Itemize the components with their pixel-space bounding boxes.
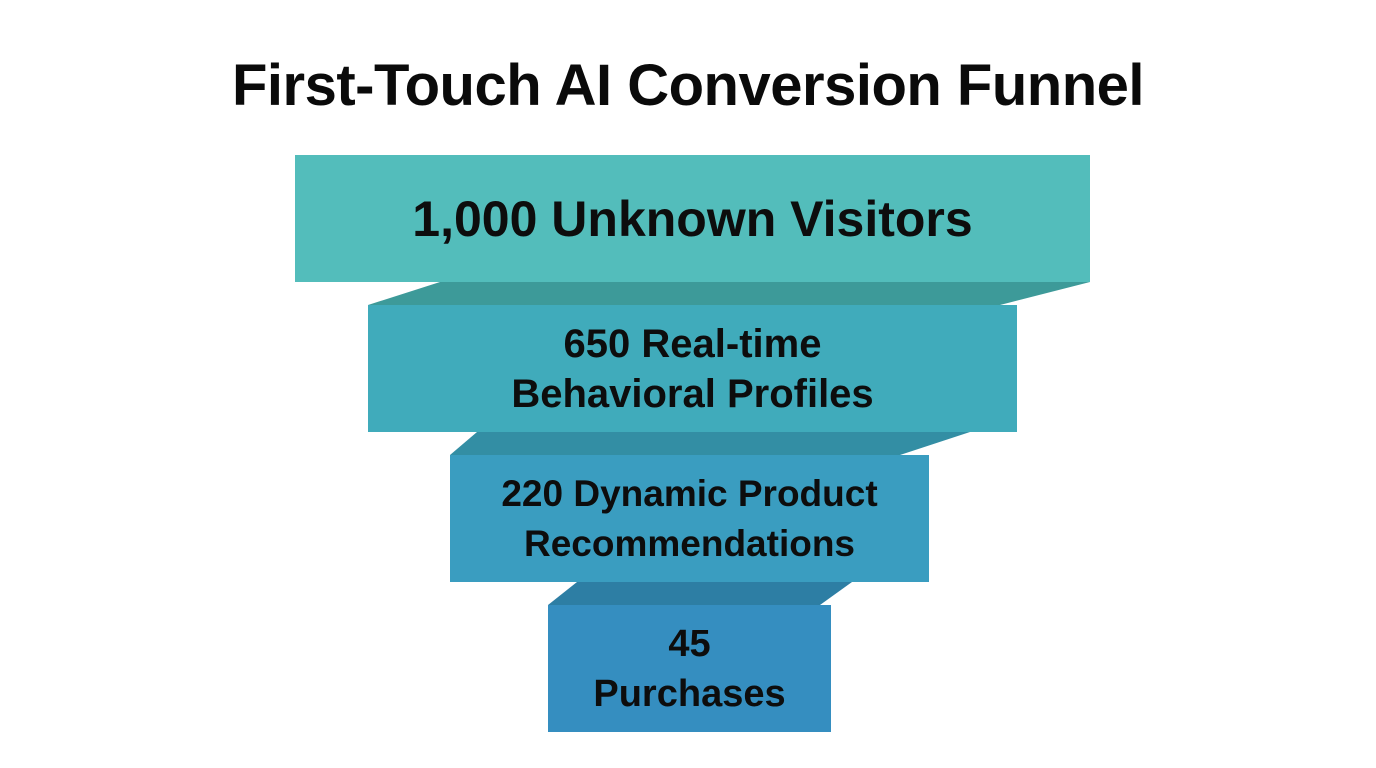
stage-label-line1: 45 xyxy=(668,622,711,665)
connector-3-4 xyxy=(548,582,852,605)
connector-1-2 xyxy=(368,282,1090,305)
stage-label: 1,000 Unknown Visitors xyxy=(412,190,973,247)
funnel-stage-profiles: 650 Real-time Behavioral Profiles xyxy=(368,305,1017,432)
stage-label-line2: Purchases xyxy=(593,672,786,715)
chart-title: First-Touch AI Conversion Funnel xyxy=(232,53,1145,118)
stage-label-line2: Behavioral Profiles xyxy=(511,371,874,416)
funnel-stage-visitors: 1,000 Unknown Visitors xyxy=(295,155,1090,282)
connector-2-3 xyxy=(450,432,970,455)
stage-label-line1: 220 Dynamic Product xyxy=(501,472,878,514)
funnel-stage-recommendations: 220 Dynamic Product Recommendations xyxy=(450,455,929,582)
stage-label-line2: Recommendations xyxy=(523,522,855,564)
stage-label-line1: 650 Real-time xyxy=(563,321,822,366)
funnel-stage-purchases: 45 Purchases xyxy=(548,605,831,732)
